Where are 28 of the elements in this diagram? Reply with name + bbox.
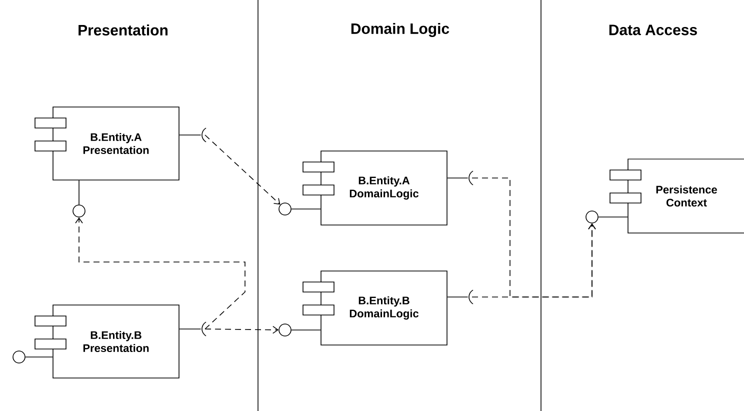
interface-circle	[278, 202, 292, 216]
connector-line	[598, 216, 628, 218]
connector-line	[447, 296, 468, 298]
dependency-arrow	[204, 134, 280, 205]
component-box: B.Entity.B Presentation	[34, 304, 180, 378]
dependency-arrow	[472, 223, 596, 298]
socket-arc	[468, 290, 474, 304]
column-heading: Presentation	[78, 24, 168, 36]
connector-line	[25, 356, 53, 358]
interface-circle	[278, 324, 292, 336]
socket-arc	[202, 322, 206, 336]
connector-line	[179, 328, 202, 330]
socket-arc	[468, 170, 474, 186]
dependency-arrow	[75, 217, 246, 330]
interface-circle	[586, 210, 598, 224]
connector-line	[78, 180, 80, 205]
component-box: B.Entity.A Presentation	[34, 106, 180, 180]
dependency-arrow	[204, 326, 279, 334]
interface-circle	[72, 204, 86, 218]
connector-line	[179, 134, 202, 136]
column-heading: Domain Logic	[351, 22, 450, 38]
connector-line	[291, 208, 321, 210]
component-box: Persistence Context	[610, 158, 744, 234]
component-box: B.Entity.B DomainLogic	[302, 270, 448, 346]
socket-arc	[202, 128, 206, 142]
interface-circle	[12, 350, 26, 364]
column-heading: Data Access	[609, 24, 697, 36]
component-box: B.Entity.A DomainLogic	[302, 150, 448, 226]
